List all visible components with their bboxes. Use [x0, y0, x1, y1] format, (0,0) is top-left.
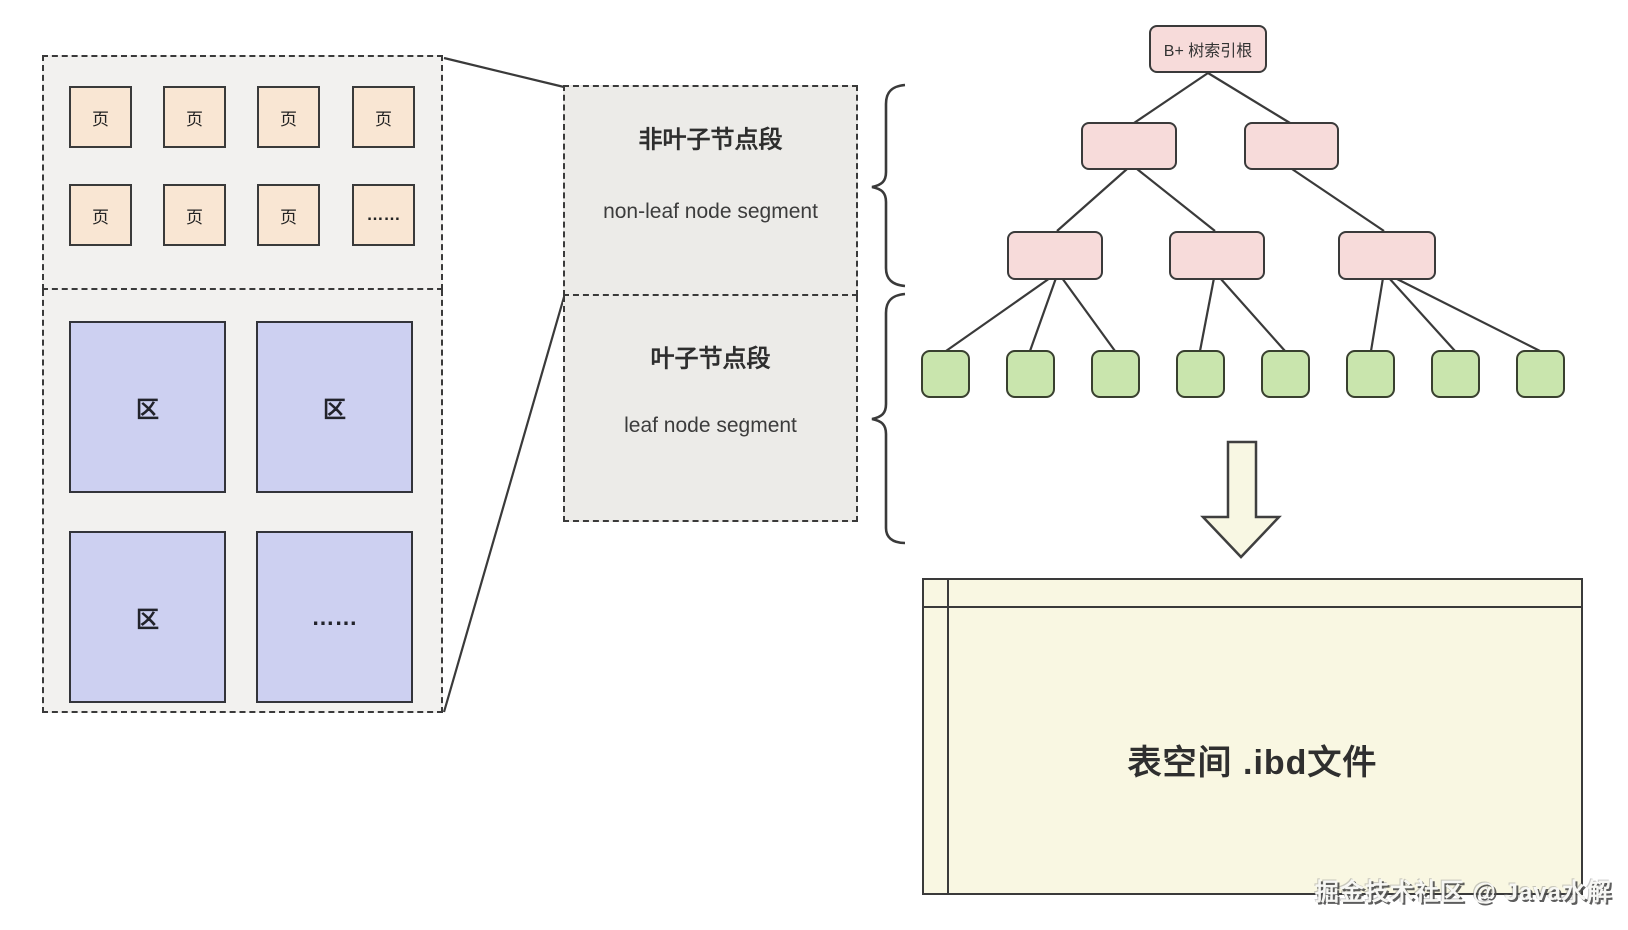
tree-edges	[945, 72, 1541, 352]
leaf-segment-box: 叶子节点段 leaf node segment	[563, 296, 858, 522]
tablespace-label: 表空间 .ibd文件	[1127, 744, 1378, 782]
page-box: 页	[352, 86, 415, 148]
watermark: 掘金技术社区 @ Java水解	[1314, 879, 1612, 906]
leaf-node	[1091, 350, 1140, 398]
down-arrow	[1200, 440, 1282, 559]
tablespace-inner-vline	[947, 580, 949, 893]
leaf-node	[1431, 350, 1480, 398]
page-box: 页	[163, 86, 226, 148]
page-to-segment-line	[442, 56, 566, 713]
non-leaf-segment-title: 非叶子节点段	[638, 126, 783, 154]
leaf-node	[1346, 350, 1395, 398]
page-box-ellipsis: ……	[352, 184, 415, 246]
leaf-brace	[871, 292, 906, 545]
extent-box: 区	[256, 321, 413, 493]
btree-root-node: B+ 树索引根	[1149, 25, 1267, 73]
page-box: 页	[69, 184, 132, 246]
leaf-node	[1261, 350, 1310, 398]
extent-box: 区	[69, 321, 226, 493]
internal-node	[1081, 122, 1177, 170]
non-leaf-segment-box: 非叶子节点段 non-leaf node segment	[563, 85, 858, 296]
leaf-node	[921, 350, 970, 398]
tablespace-inner-hline	[924, 606, 1581, 608]
tablespace-box: 表空间 .ibd文件	[922, 578, 1583, 895]
internal-node	[1338, 231, 1436, 280]
page-box: 页	[257, 184, 320, 246]
internal-node	[1169, 231, 1265, 280]
page-box: 页	[257, 86, 320, 148]
btree-root-label: B+ 树索引根	[1163, 43, 1253, 60]
leaf-segment-title: 叶子节点段	[650, 345, 771, 373]
extent-box-ellipsis: ……	[256, 531, 413, 703]
leaf-segment-subtitle: leaf node segment	[624, 414, 797, 437]
leaf-node	[1516, 350, 1565, 398]
non-leaf-brace	[871, 83, 906, 288]
non-leaf-segment-subtitle: non-leaf node segment	[603, 200, 818, 223]
internal-node	[1244, 122, 1339, 170]
page-box: 页	[69, 86, 132, 148]
leaf-node	[1176, 350, 1225, 398]
extent-box: 区	[69, 531, 226, 703]
internal-node	[1007, 231, 1103, 280]
page-box: 页	[163, 184, 226, 246]
leaf-node	[1006, 350, 1055, 398]
